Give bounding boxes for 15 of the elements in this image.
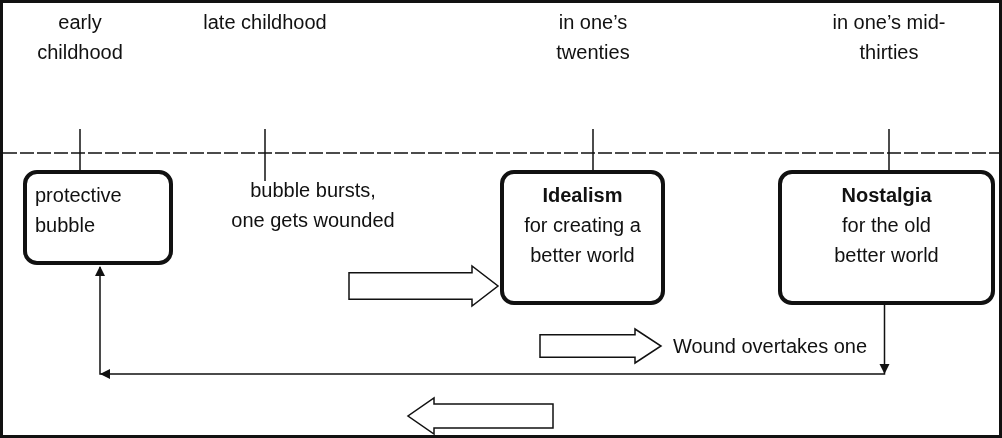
age-label: in one’s twenties	[555, 10, 631, 65]
stage-description: for the old better world	[833, 213, 940, 268]
block-arrow	[539, 327, 663, 365]
stage-box: protective bubble	[23, 170, 173, 265]
block-arrow	[348, 264, 500, 308]
stage-heading: Idealism	[541, 183, 624, 208]
age-label: in one’s mid-thirties	[831, 10, 947, 65]
stage-description: for creating a better world	[523, 213, 642, 268]
age-label: early childhood	[36, 10, 124, 65]
stage-text: bubble bursts, one gets wounded	[193, 171, 433, 241]
stage-box	[778, 170, 995, 305]
age-label: late childhood	[202, 10, 328, 35]
stage-box	[500, 170, 665, 305]
stage-text: Wound overtakes one	[663, 329, 877, 363]
stage-heading: Nostalgia	[840, 183, 933, 208]
